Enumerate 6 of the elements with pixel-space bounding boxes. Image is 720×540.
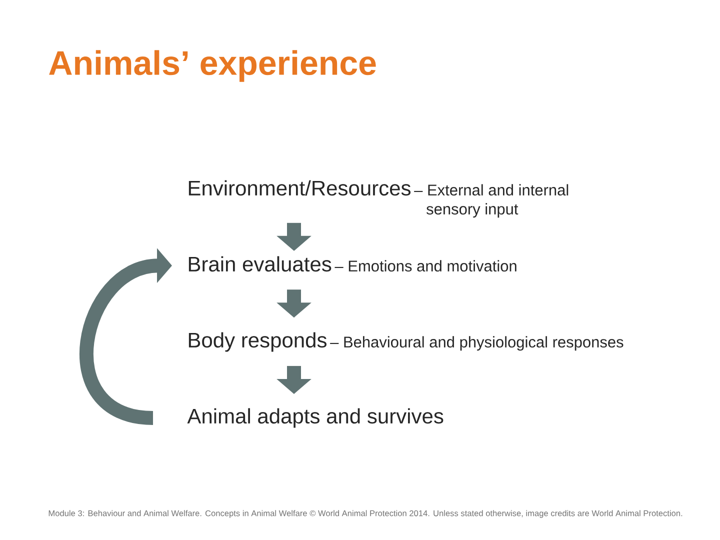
step-text: Body responds – Behavioural and physiological responses — [188, 332, 624, 352]
step-text: Environment/Resources – External and internal sensory input — [188, 180, 568, 218]
slide-title: Animals’ experience — [49, 50, 376, 82]
step-text: Animal adapts and survives — [187, 408, 444, 428]
step-text: Brain evaluates – Emotions and motivation — [188, 256, 516, 272]
footer-note: Module 3: Behaviour and Animal Welfare. Concepts in Animal Welfare © World Animal Protection 2014. Unless stated otherwise, image credits are World Animal Protection. — [48, 510, 682, 518]
